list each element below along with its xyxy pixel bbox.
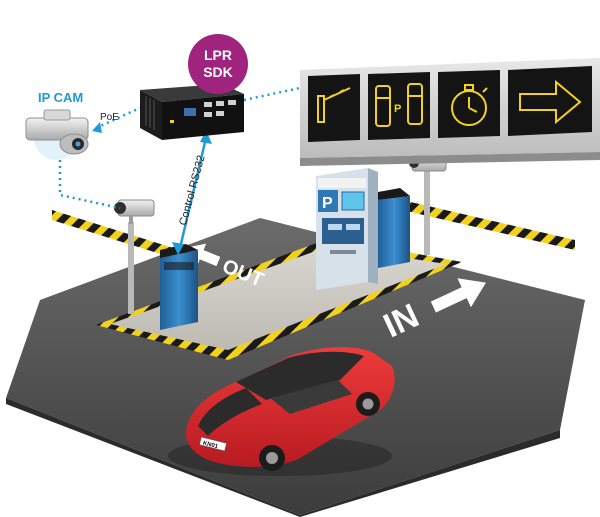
stopwatch-icon xyxy=(451,84,488,126)
left-barrier-arm xyxy=(52,210,186,262)
right-barrier-arm xyxy=(402,200,575,250)
sign-panel-arrow xyxy=(508,66,592,136)
rs232-arrow-head-top xyxy=(200,130,212,144)
lpr-sdk-line2: SDK xyxy=(203,64,233,80)
ip-camera-device xyxy=(25,109,89,160)
embedded-pc-device xyxy=(140,84,244,140)
parking-guidance-sign: P xyxy=(300,58,600,166)
ip-cam-label: IP CAM xyxy=(38,90,83,105)
rs232-arrow-head-bottom xyxy=(172,242,184,255)
parking-lot-icon xyxy=(375,83,423,127)
sdk-to-sign-link-line xyxy=(243,86,301,102)
sign-panel-barrier xyxy=(308,74,360,142)
payment-kiosk: P xyxy=(316,168,378,290)
kiosk-parking-letter: P xyxy=(322,195,333,212)
lpr-sdk-line1: LPR xyxy=(204,47,232,63)
rs232-control-line xyxy=(178,137,208,249)
control-rs232-label: Control RS232 xyxy=(177,154,207,227)
connection-lines xyxy=(58,86,301,249)
lpr-sdk-badge: LPR SDK xyxy=(188,34,248,94)
parking-barrier-icon xyxy=(317,87,351,123)
left-lpr-camera-icon xyxy=(114,199,155,224)
right-camera-pole xyxy=(424,170,430,255)
in-arrow-icon xyxy=(430,278,486,313)
right-barrier-post xyxy=(378,188,410,268)
sign-parking-letter: P xyxy=(394,103,401,115)
car-license-plate: KN01 xyxy=(202,441,219,451)
poe-link-line xyxy=(95,106,141,130)
red-car: KN01 xyxy=(168,347,395,476)
arrow-right-icon xyxy=(519,79,582,125)
poe-arrow-head xyxy=(92,122,102,133)
left-barrier-post xyxy=(160,244,198,330)
poe-label: PoE xyxy=(100,112,119,123)
left-camera-pole xyxy=(128,222,134,314)
cam-to-lane-link-line xyxy=(58,160,121,210)
